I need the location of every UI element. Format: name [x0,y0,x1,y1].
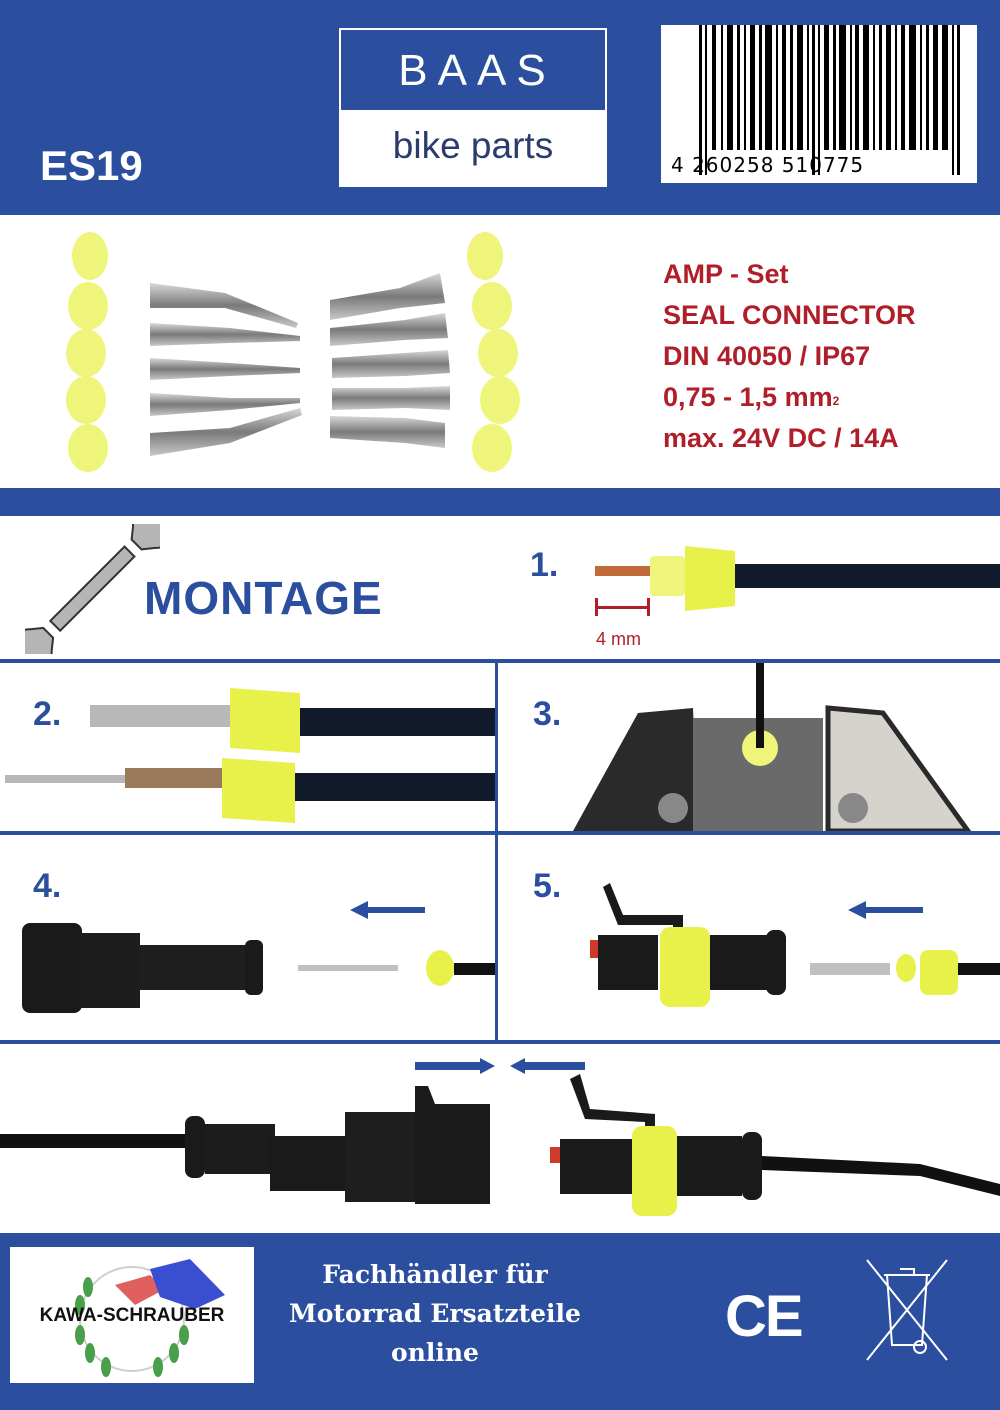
divider-band [0,488,1000,516]
spec-line: max. 24V DC / 14A [663,423,899,453]
montage-header: MONTAGE 1. 4 mm [0,516,1000,660]
montage-title: MONTAGE [144,572,383,624]
partner-name: KAWA-SCHRAUBER [39,1305,225,1326]
step-number: 5. [533,867,562,905]
barcode: 4 260258 510775 [661,25,977,183]
footer: KAWA-SCHRAUBER Fachhändler für Motorrad … [0,1233,1000,1410]
divider-line [495,663,498,839]
barcode-number: 4 260258 510775 [671,153,865,177]
step-number: 4. [33,867,62,905]
divider-line [0,659,1000,663]
spec-line: DIN 40050 / IP67 [663,341,871,371]
step-panel-2: 2. [0,663,495,831]
step-panel-5: 5. [498,835,1000,1040]
crimp-terminals-on-wire-photo [5,688,495,823]
step-panel-3: 3. [498,663,1000,831]
spec-line: 0,75 - 1,5 mm2 [663,382,840,412]
tagline: Fachhändler für Motorrad Ersatzteile onl… [289,1260,581,1367]
step-number: 2. [33,695,62,733]
join-connector-halves-photo [0,1058,1000,1216]
header: ES19 BAAS bike parts [0,0,1000,215]
product-specs: AMP - Set SEAL CONNECTOR DIN 40050 / IP6… [663,254,916,459]
laurel-wreath-icon [75,1259,225,1377]
crimping-tool-photo [573,663,972,831]
brand-name: BAAS [341,30,605,110]
step-panel-join [0,1044,1000,1229]
brand-subtitle: bike parts [392,125,554,166]
step-panel-4: 4. [0,835,495,1040]
wrench-icon [25,524,160,654]
measure-label: 4 mm [596,629,641,649]
insert-socket-into-housing-photo [590,883,1000,1007]
insert-pin-into-housing-photo [22,901,495,1013]
crossed-out-bin-icon [866,1259,948,1361]
product-section: AMP - Set SEAL CONNECTOR DIN 40050 / IP6… [0,218,1000,490]
divider-line [0,831,1000,835]
step-number: 1. [530,546,559,584]
spec-line: AMP - Set [663,259,789,289]
divider-line [0,1040,1000,1044]
sku-label: ES19 [40,142,143,189]
step-number: 3. [533,695,562,733]
divider-line [495,835,498,1040]
brand-logo: BAAS bike parts [339,28,607,187]
crimp-terminals-and-seals-photo [66,232,520,472]
ce-mark-icon: CE [725,1284,804,1349]
strip-wire-with-seal-photo [595,546,1000,616]
spec-line: SEAL CONNECTOR [663,300,916,330]
partner-logo: KAWA-SCHRAUBER [10,1247,254,1383]
barcode-icon [699,25,960,175]
